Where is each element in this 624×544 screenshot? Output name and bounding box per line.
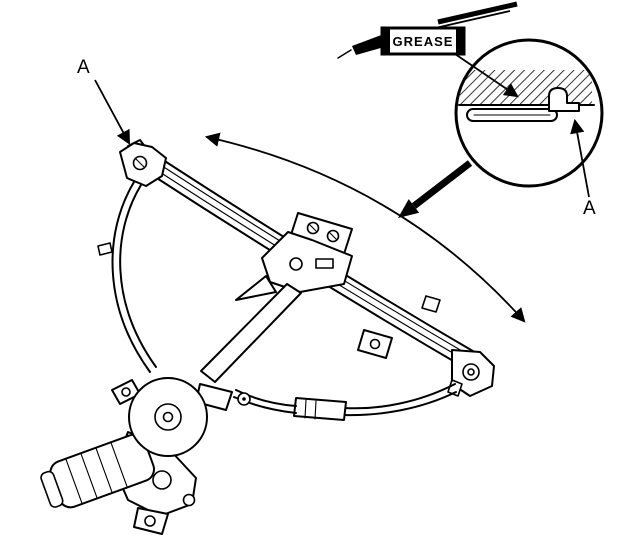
grease-tag-box [380,26,466,56]
inset-pointer-head [398,199,420,218]
lift-arm [200,283,302,383]
rail-mount-hole [369,338,381,350]
callout-a-top-arrow [94,79,131,145]
grease-tag-group: GREASE [337,1,519,98]
drum-center-hole [162,411,174,423]
upper-cable-conduit [97,181,157,373]
lower-conduit-line-2 [343,391,457,417]
motor-ridge-1 [65,459,83,504]
motor-bottom-tab-hole [144,515,156,527]
applicator-tip [352,34,384,55]
rail-clip [421,295,441,313]
gearbox-bolt [182,493,196,507]
carrier-plate-slot [315,258,334,269]
cable-connector-rib-2 [314,400,317,420]
applicator-handle-thin [430,10,511,30]
sector-ear-bolt-center [242,397,246,401]
motor-ridge-2 [80,453,98,498]
grease-tag-endcap-left [382,28,390,54]
rail-top-bracket [119,139,167,187]
lower-conduit-line-1 [343,383,456,410]
upper-conduit-line-1 [111,181,151,373]
lower-conduit-line-3 [235,389,297,407]
grease-extent-arrow [204,132,526,323]
callout-a-inset: A [583,198,596,219]
top-bracket-bolt-slot [135,158,145,168]
motor-assembly [40,377,251,535]
callout-a-top: A [77,57,90,78]
motor-ridge-3 [95,448,113,493]
grease-arrow [454,53,519,98]
lower-conduit-ferrule [447,379,463,397]
grease-label: GREASE [393,34,454,49]
motor-ridge-4 [110,442,128,488]
cable-connector [293,397,347,421]
motor-body [40,433,155,509]
upper-conduit-line-2 [119,184,157,368]
gearbox-boss [152,470,172,490]
motor-end-cap [40,470,64,508]
conduit-clip [97,242,113,256]
callout-a-top-group: A [77,57,131,145]
grease-hatch-area [460,70,592,105]
inset-pointer-shaft [411,160,473,209]
cable-connector-rib-1 [304,399,307,419]
motor-upper-tab-hole [121,387,131,397]
applicator-handle-thick [437,1,518,25]
end-bracket-roller-hole [467,368,475,376]
rail-cross-section-hook [548,87,580,112]
applicator-bristle [337,49,352,59]
grease-tag-endcap-right [456,28,464,54]
lower-cable-conduit [233,379,463,421]
detail-inset: A [454,38,604,219]
carrier-plate-hole [289,257,303,271]
inset-contents [458,70,595,122]
rail-mount-tab [357,329,393,359]
callout-a-inset-arrow [570,118,590,198]
inset-pointer-arrow [398,160,473,218]
